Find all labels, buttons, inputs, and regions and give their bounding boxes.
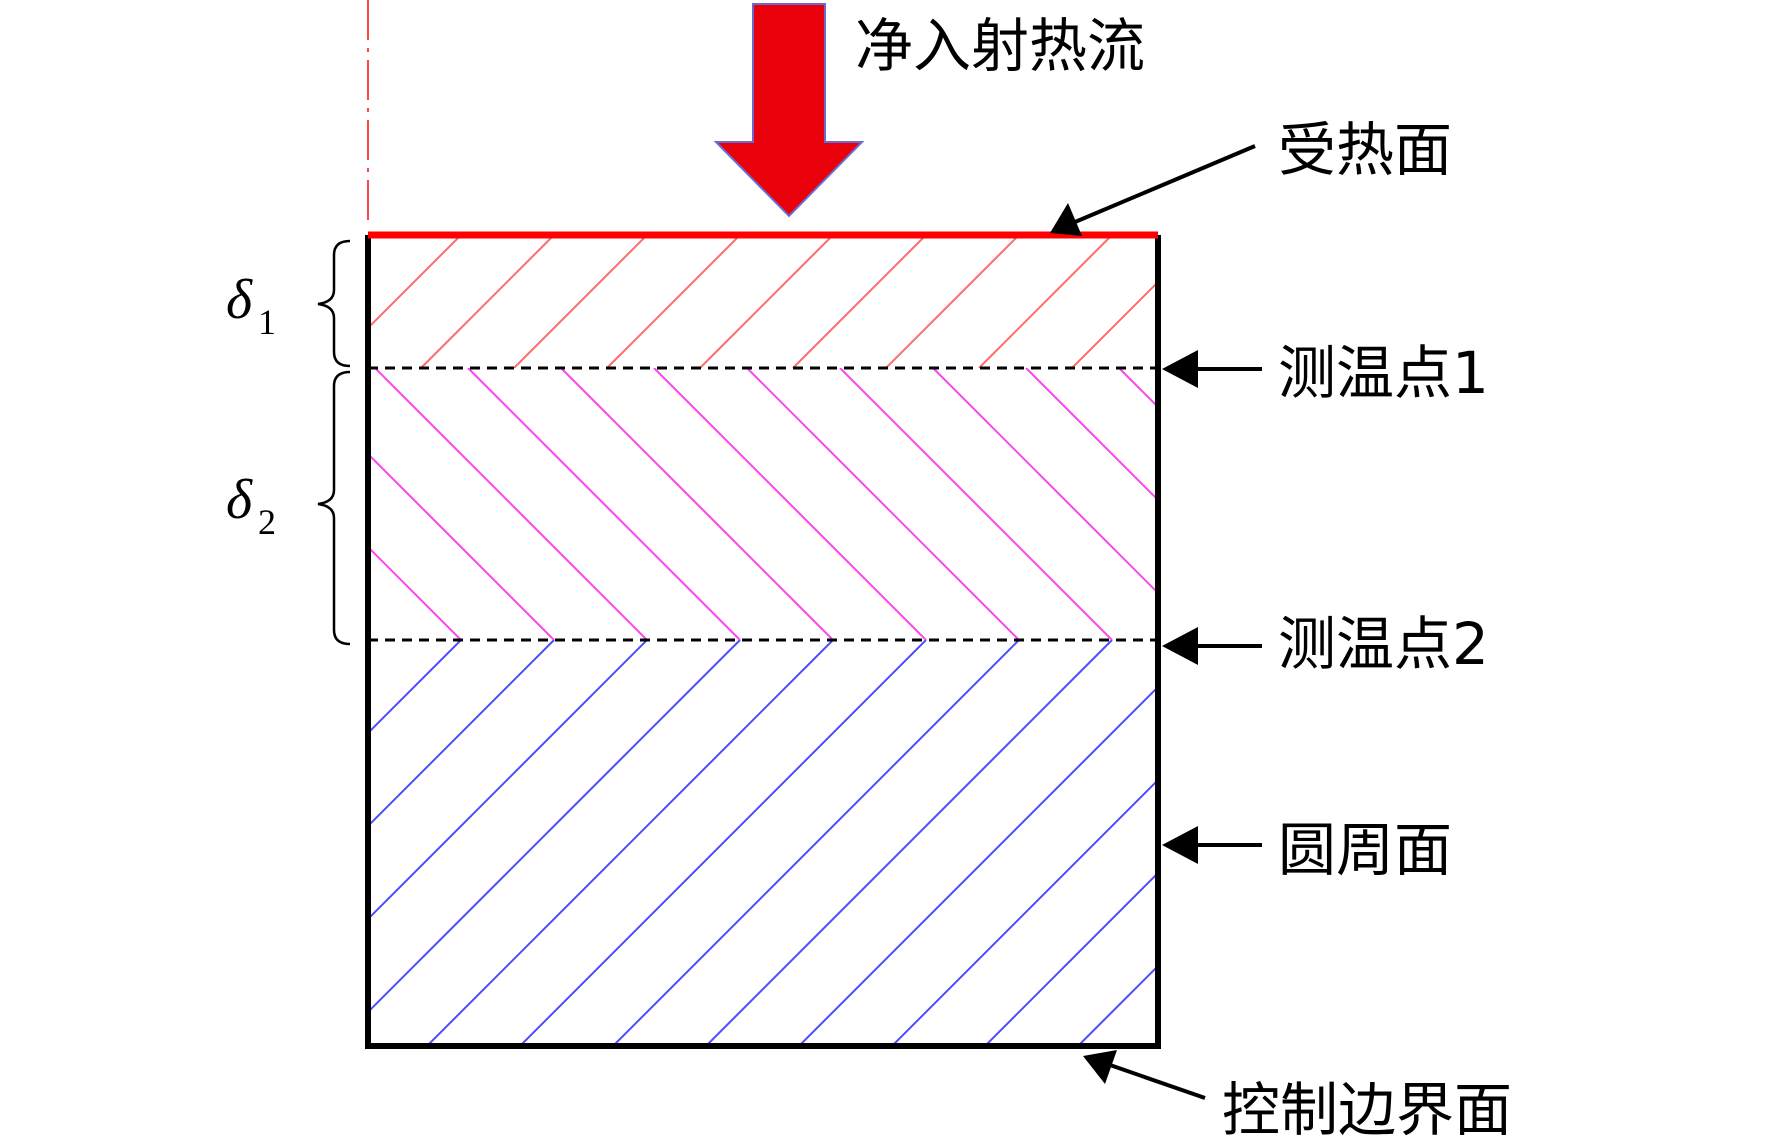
layer-3-hatch-line bbox=[705, 640, 1113, 1045]
layer-3-hatch-line bbox=[1636, 640, 1772, 1046]
layer-1-hatch-line bbox=[420, 235, 555, 368]
layer-3-hatch-line bbox=[519, 640, 927, 1045]
heated-surface-pointer bbox=[1050, 144, 1256, 236]
layer-2-hatch-line bbox=[839, 368, 1113, 640]
probe-1-label: 测温点1 bbox=[1278, 339, 1489, 407]
layer-2-hatch-line bbox=[653, 368, 927, 640]
control-boundary-pointer bbox=[1083, 1050, 1206, 1100]
layer-3-hatch-line bbox=[1077, 964, 1158, 1045]
delta-2-subscript: 2 bbox=[258, 502, 276, 542]
layer-3-hatch-line bbox=[426, 640, 834, 1045]
layer-3-hatch-line bbox=[891, 778, 1158, 1045]
layer-3-hatch-line bbox=[798, 685, 1158, 1045]
layer-1-hatch bbox=[142, 235, 1158, 368]
delta-2-symbol: δ bbox=[226, 469, 253, 531]
layer-3-hatch bbox=[0, 640, 1772, 1046]
layer-1-hatch-line bbox=[699, 235, 834, 368]
layer-3-hatch-line bbox=[368, 640, 369, 642]
layer-1-hatch-line bbox=[606, 235, 741, 368]
layer-2-hatch-line bbox=[1212, 368, 1484, 640]
circumferential-surface-pointer bbox=[1162, 826, 1262, 864]
delta-1-symbol: δ bbox=[226, 269, 253, 331]
net-heat-flux-label: 净入射热流 bbox=[855, 12, 1145, 80]
layer-2-hatch-line bbox=[1398, 368, 1670, 640]
layer-3-hatch-line bbox=[368, 640, 462, 735]
layer-1-hatch-line bbox=[792, 235, 927, 368]
layer-2-hatch-line bbox=[368, 452, 555, 640]
layer-2-hatch-line bbox=[1025, 368, 1158, 502]
layer-1-hatch-line bbox=[142, 235, 275, 368]
layer-3-hatch-line bbox=[368, 640, 741, 1014]
layer-1-hatch-line bbox=[513, 235, 648, 368]
control-boundary-label: 控制边界面 bbox=[1222, 1076, 1512, 1142]
layer-1-hatch-line bbox=[978, 235, 1113, 368]
layer-2-hatch-line bbox=[560, 368, 834, 640]
probe-2-pointer bbox=[1162, 627, 1262, 665]
layer-1-hatch-line bbox=[368, 235, 462, 330]
layer-2-hatch-line bbox=[368, 545, 462, 640]
delta-2-brace bbox=[317, 370, 351, 646]
layer-3-hatch-line bbox=[0, 640, 275, 1046]
layer-2-hatch-line bbox=[932, 368, 1158, 595]
circumferential-surface-label: 圆周面 bbox=[1278, 816, 1452, 884]
layer-2-hatch-line bbox=[1305, 368, 1577, 640]
layer-1-hatch-line bbox=[1071, 280, 1158, 368]
probe-2-label: 测温点2 bbox=[1278, 610, 1489, 678]
layer-2-hatch-line bbox=[1491, 368, 1763, 640]
layer-2-hatch-line bbox=[374, 368, 648, 640]
layer-2-hatch bbox=[368, 368, 1763, 640]
layer-2-hatch-line bbox=[746, 368, 1020, 640]
layer-1-hatch-line bbox=[885, 235, 1020, 368]
layer-3-hatch-line bbox=[612, 640, 1020, 1045]
layer-3-hatch-line bbox=[1450, 640, 1772, 1046]
layer-3-hatch-line bbox=[368, 640, 555, 828]
probe-1-pointer bbox=[1162, 350, 1262, 388]
layer-3-hatch-line bbox=[984, 871, 1158, 1045]
layer-2-hatch-line bbox=[467, 368, 741, 640]
delta-1-subscript: 1 bbox=[258, 302, 276, 342]
layer-1-hatch-line bbox=[368, 235, 369, 237]
delta-1-brace bbox=[317, 239, 351, 368]
layer-3-hatch-line bbox=[368, 640, 648, 921]
heated-surface-label: 受热面 bbox=[1278, 116, 1452, 184]
layer-3-hatch-line bbox=[1543, 640, 1772, 1046]
heat-flux-arrow bbox=[713, 3, 865, 218]
